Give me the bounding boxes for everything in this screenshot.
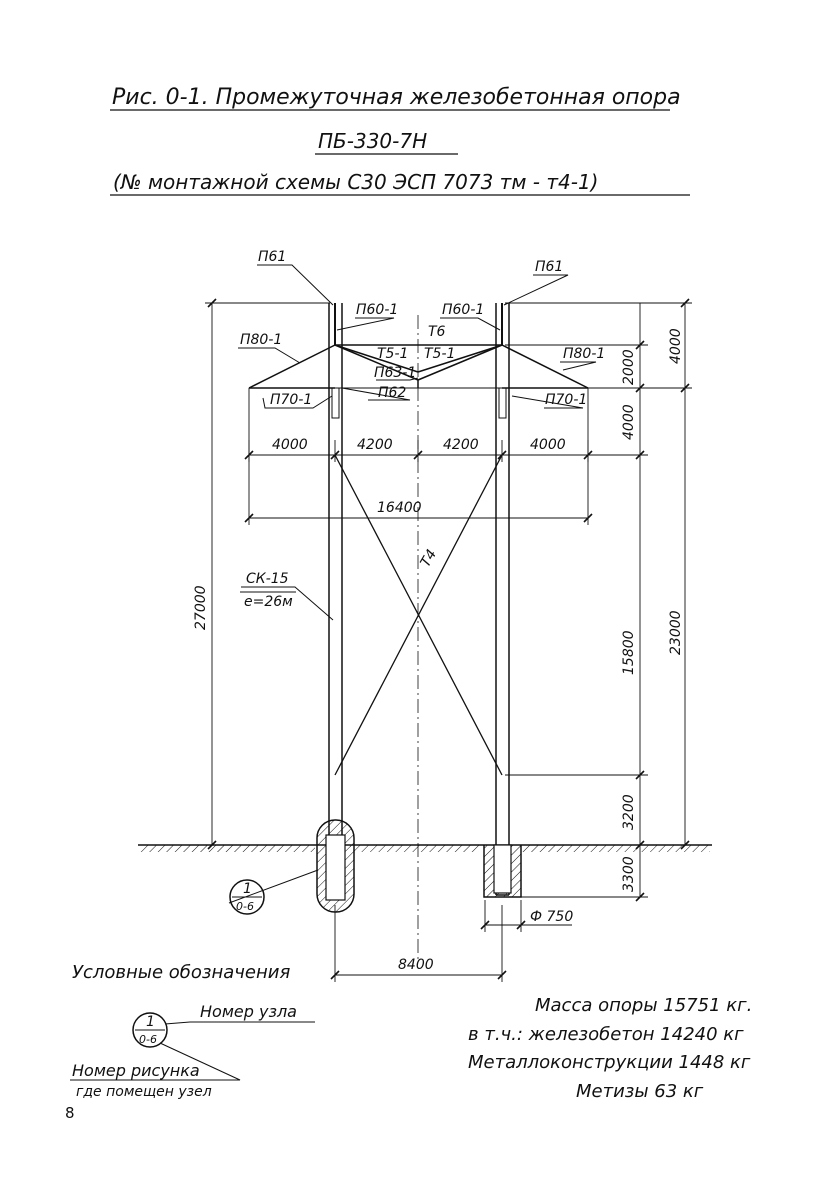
dim-v-23000: 23000 <box>668 610 684 655</box>
dim-phi-750: Ф 750 <box>530 909 573 925</box>
legend-title: Условные обозначения <box>72 962 290 983</box>
legend-figure-where-caption: где помещен узел <box>76 1084 212 1100</box>
dim-4000-left: 4000 <box>272 437 308 453</box>
legend-node-number-caption: Номер узла <box>200 1002 297 1021</box>
label-t5-right: Т5-1 <box>424 346 455 362</box>
dim-v-15800: 15800 <box>621 630 637 675</box>
dim-v-4000: 4000 <box>621 404 637 440</box>
dim-8400: 8400 <box>398 957 434 973</box>
label-p80-left: П80-1 <box>240 332 282 348</box>
dim-v-3300: 3300 <box>621 856 637 892</box>
label-p61-left: П61 <box>258 249 286 265</box>
legend: Условные обозначения 1 0-6 Номер узла Но… <box>70 962 315 1100</box>
label-t4: Т4 <box>418 547 441 570</box>
assembly-scheme-number: (№ монтажной схемы С30 ЭСП 7073 тм - т4-… <box>113 170 598 194</box>
mass-hardware: Метизы 63 кг <box>576 1081 704 1102</box>
label-p70-left: П70-1 <box>270 392 312 408</box>
page-number: 8 <box>65 1104 75 1122</box>
label-p61-right: П61 <box>535 259 563 275</box>
crossarm-truss <box>334 344 503 388</box>
label-t6: Т6 <box>428 324 446 340</box>
label-ck15: СК-15 <box>246 571 289 587</box>
legend-figure-number: 0-6 <box>139 1033 157 1046</box>
outer-crossarms <box>248 344 589 389</box>
legend-node-number: 1 <box>146 1014 155 1030</box>
dim-4000-right: 4000 <box>530 437 566 453</box>
dim-v-2000: 2000 <box>621 349 637 385</box>
dim-v-4000-top: 4000 <box>668 328 684 364</box>
tower <box>248 303 589 960</box>
x-bracing <box>334 454 503 776</box>
dimension-labels: 4000 4200 4200 4000 16400 8400 Ф 750 270… <box>193 328 684 973</box>
mass-total: Масса опоры 15751 кг. <box>535 995 752 1016</box>
label-p62: П62 <box>378 385 406 401</box>
element-labels: П61 П61 П60-1 П60-1 Т6 П80-1 П80-1 Т5-1 … <box>240 249 605 610</box>
dim-v-3200: 3200 <box>621 794 637 830</box>
ground <box>138 819 712 913</box>
dim-16400: 16400 <box>377 500 422 516</box>
left-pole <box>328 303 343 896</box>
label-ck15-length: е=26м <box>244 594 293 610</box>
mass-metal: Металлоконструкции 1448 кг <box>468 1052 751 1073</box>
legend-figure-number-caption: Номер рисунка <box>72 1061 200 1080</box>
node-ref-number: 1 <box>243 881 252 897</box>
mass-concrete: в т.ч.: железобетон 14240 кг <box>468 1024 744 1045</box>
dim-4200-right: 4200 <box>443 437 479 453</box>
dim-27000: 27000 <box>193 585 209 630</box>
node-reference: 1 0-6 <box>229 879 265 915</box>
node-ref-figure: 0-6 <box>236 900 254 913</box>
dimension-ticks <box>207 298 690 980</box>
mass-notes: Масса опоры 15751 кг. в т.ч.: железобето… <box>468 995 752 1102</box>
label-p60-right: П60-1 <box>442 302 484 318</box>
right-foundation <box>483 844 522 898</box>
header: Рис. 0-1. Промежуточная железобетонная о… <box>110 85 690 196</box>
figure-title: Рис. 0-1. Промежуточная железобетонная о… <box>112 85 681 110</box>
right-pole <box>495 303 510 896</box>
label-p63: П63-1 <box>374 365 416 381</box>
dim-4200-left: 4200 <box>357 437 393 453</box>
support-code: ПБ-330-7Н <box>318 129 427 153</box>
dimension-lines <box>205 302 692 982</box>
left-foundation <box>316 819 355 913</box>
label-p60-left: П60-1 <box>356 302 398 318</box>
label-p70-right: П70-1 <box>545 392 587 408</box>
label-t5-left: Т5-1 <box>377 346 408 362</box>
label-p80-right: П80-1 <box>563 346 605 362</box>
